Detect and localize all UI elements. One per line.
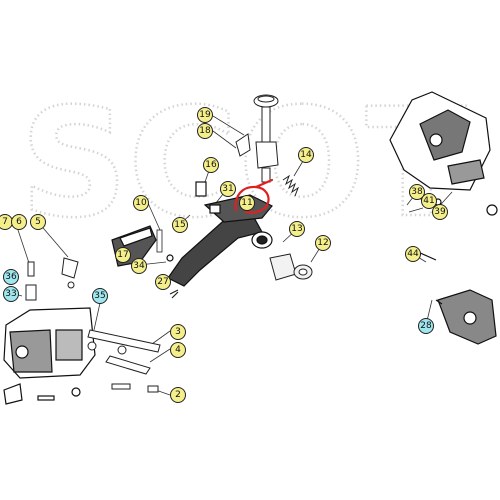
callout-14[interactable]: 14 — [298, 147, 314, 163]
callout-2[interactable]: 2 — [170, 387, 186, 403]
callout-44[interactable]: 44 — [405, 246, 421, 262]
callout-3[interactable]: 3 — [170, 324, 186, 340]
callout-33[interactable]: 33 — [3, 286, 19, 302]
callout-35[interactable]: 35 — [92, 288, 108, 304]
callout-13[interactable]: 13 — [289, 221, 305, 237]
callout-12[interactable]: 12 — [315, 235, 331, 251]
callout-38[interactable]: 38 — [409, 184, 425, 200]
callout-11[interactable]: 11 — [239, 195, 255, 211]
callout-34[interactable]: 34 — [131, 258, 147, 274]
master-cylinder-top — [235, 94, 279, 183]
brake-lever-arm — [167, 181, 273, 287]
highlight-mark — [234, 178, 274, 214]
spring — [282, 174, 300, 197]
small-parts-left — [25, 257, 79, 301]
callout-31[interactable]: 31 — [220, 181, 236, 197]
callout-15[interactable]: 15 — [172, 217, 188, 233]
callout-10[interactable]: 10 — [133, 195, 149, 211]
brake-caliper — [3, 307, 96, 405]
callout-6[interactable]: 6 — [11, 214, 27, 230]
callout-4[interactable]: 4 — [170, 342, 186, 358]
callout-17[interactable]: 17 — [115, 247, 131, 263]
callout-41[interactable]: 41 — [421, 193, 437, 209]
bushings — [269, 253, 313, 281]
right-assembly — [389, 91, 498, 345]
callout-36[interactable]: 36 — [3, 269, 19, 285]
callout-28[interactable]: 28 — [418, 318, 434, 334]
callout-18[interactable]: 18 — [197, 123, 213, 139]
callout-39[interactable]: 39 — [432, 204, 448, 220]
callout-16[interactable]: 16 — [203, 157, 219, 173]
pin-assembly — [87, 329, 161, 393]
callout-5[interactable]: 5 — [30, 214, 46, 230]
callout-27[interactable]: 27 — [155, 274, 171, 290]
callout-19[interactable]: 19 — [197, 107, 213, 123]
